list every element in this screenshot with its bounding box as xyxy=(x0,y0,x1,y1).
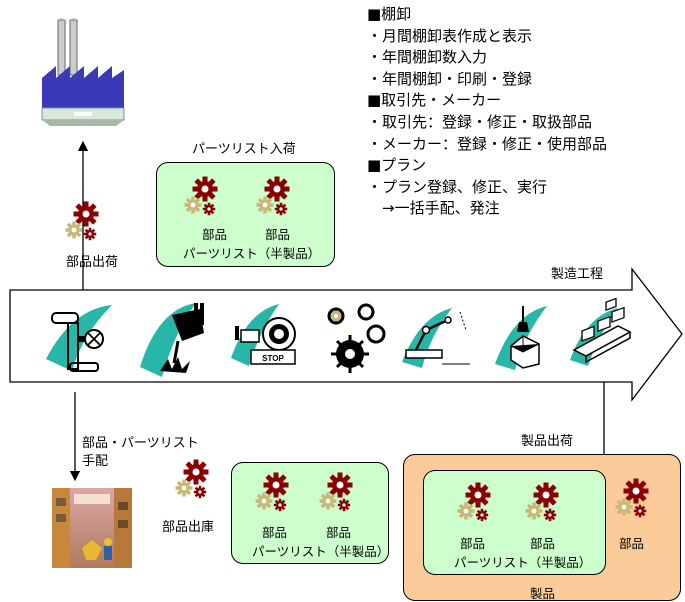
part-label: 部品 xyxy=(619,536,645,551)
partners-heading: ■取引先・メーカー xyxy=(367,91,502,110)
part-label: 部品 xyxy=(530,536,556,551)
part-label: 部品 xyxy=(460,536,486,551)
gear-icon xyxy=(320,473,360,517)
gear-icon xyxy=(526,483,566,527)
machine-stop-icon: STOP xyxy=(231,304,296,366)
parts-order-label: 部品・パーツリスト xyxy=(82,436,199,451)
inventory-item: ・年間棚卸数入力 xyxy=(367,48,488,67)
crane-hook-icon xyxy=(495,306,547,370)
parts-shipment-label: 部品出荷 xyxy=(66,255,119,270)
factory-icon xyxy=(41,18,125,126)
parts-list-arrival-label: パーツリスト入荷 xyxy=(192,142,296,157)
part-label: 部品 xyxy=(265,227,291,242)
part-label: 部品 xyxy=(202,227,228,242)
part-label: 部品 xyxy=(262,525,288,540)
product-label: 製品 xyxy=(530,586,556,601)
gear-icon xyxy=(256,473,296,517)
ladle-pour-icon xyxy=(140,303,204,377)
gears-machinery-icon xyxy=(327,303,386,373)
product-shipment-label: 製品出荷 xyxy=(521,434,574,449)
manufacturing-process-label: 製造工程 xyxy=(551,267,604,282)
gear-icon xyxy=(172,458,216,508)
plan-item: ・プラン登録、修正、実行 xyxy=(367,177,548,196)
parts-outbound-label: 部品出庫 xyxy=(162,520,215,535)
partners-item: ・メーカー：登録・修正・使用部品 xyxy=(367,134,608,153)
gear-icon xyxy=(616,479,656,523)
parts-list-label: パーツリスト（半製品） xyxy=(454,555,592,570)
inventory-item: ・月間棚卸表作成と表示 xyxy=(367,26,533,45)
parts-list-label: パーツリスト（半製品） xyxy=(252,544,390,559)
plan-heading: ■プラン xyxy=(367,156,427,175)
product-box: 部品 部品 パーツリスト（半製品） 部品 製品 xyxy=(403,454,681,601)
parts-order-label-2: 手配 xyxy=(82,454,109,469)
inventory-item: ・年間棚卸・印刷・登録 xyxy=(367,69,533,88)
feature-list: ■棚卸 ・月間棚卸表作成と表示 ・年間棚卸数入力 ・年間棚卸・印刷・登録 ■取引… xyxy=(367,4,607,220)
warehouse-photo xyxy=(52,488,132,568)
part-label: 部品 xyxy=(326,525,352,540)
stop-sign-text: STOP xyxy=(262,354,284,363)
gear-icon xyxy=(458,483,498,527)
parts-list-label: パーツリスト（半製品） xyxy=(183,246,321,261)
valve-pipe-icon xyxy=(46,305,112,372)
robot-arm-icon xyxy=(402,308,470,368)
partners-item: ・取引先：登録・修正・取扱部品 xyxy=(367,112,593,131)
plan-item: →一括手配、発注 xyxy=(367,199,500,218)
parts-list-box-product: 部品 部品 パーツリスト（半製品） xyxy=(423,470,606,575)
inventory-heading: ■棚卸 xyxy=(367,5,412,23)
parts-list-box-bottom: 部品 部品 パーツリスト（半製品） xyxy=(231,462,389,564)
conveyor-boxes-icon xyxy=(570,297,632,366)
parts-list-box-top: 部品 部品 パーツリスト（半製品） xyxy=(156,162,335,267)
